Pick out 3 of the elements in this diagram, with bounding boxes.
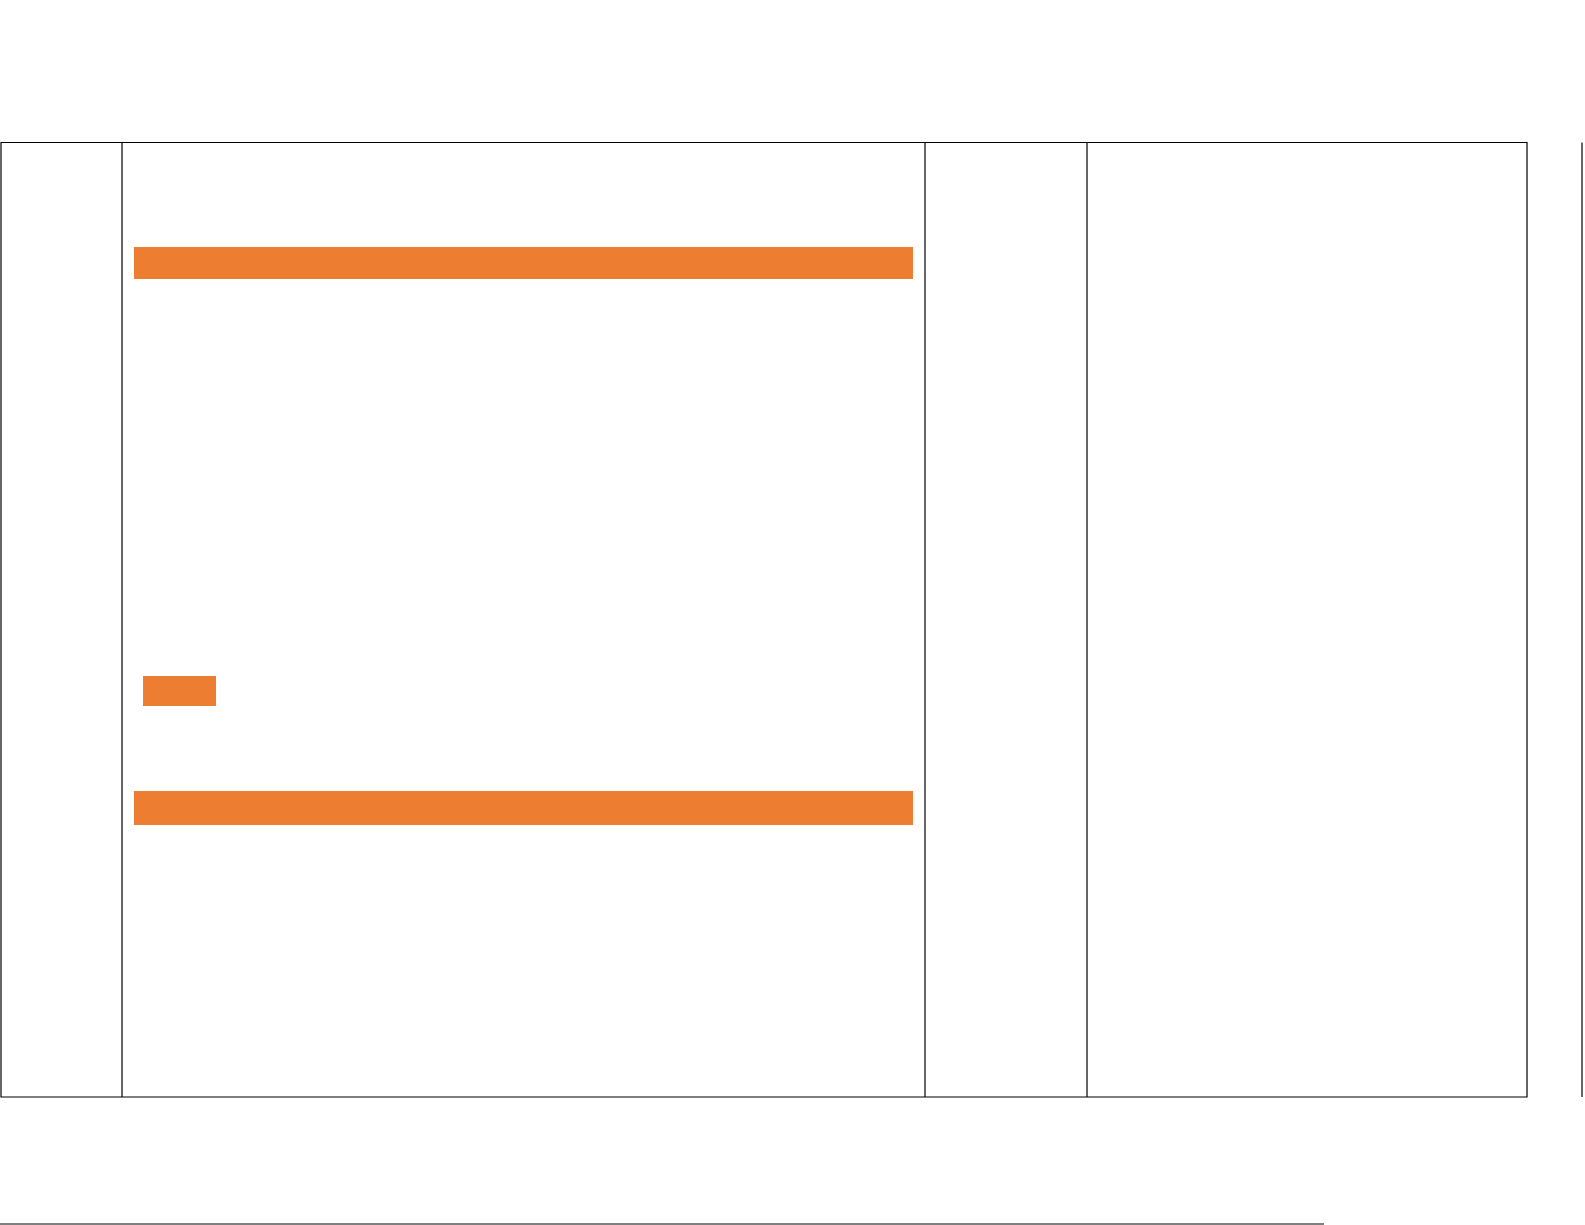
bar (134, 247, 913, 279)
bar (143, 676, 216, 706)
bar (134, 791, 913, 825)
